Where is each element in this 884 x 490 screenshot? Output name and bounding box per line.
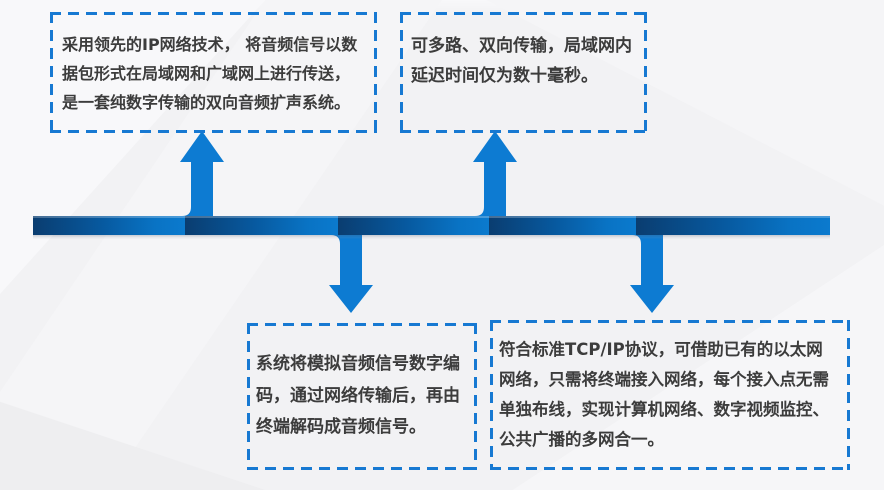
up-arrow-2 bbox=[473, 131, 517, 235]
bar-bottom-shadow bbox=[33, 236, 830, 239]
up-arrow-1 bbox=[180, 131, 224, 235]
callout-text: 采用领先的IP网络技术， 将音频信号以数 据包形式在局域网和广域网上进行传送， … bbox=[62, 35, 358, 112]
bar-top-highlight bbox=[33, 216, 830, 218]
callout-box-bottom-right: 符合标准TCP/IP协议，可借助已有的以太网 网络，只需将终端接入网络，每个接入… bbox=[490, 320, 850, 470]
callout-box-top-left: 采用领先的IP网络技术， 将音频信号以数 据包形式在局域网和广域网上进行传送， … bbox=[50, 12, 377, 133]
down-arrow-1 bbox=[329, 216, 373, 313]
callout-text: 可多路、双向传输，局域网内 延迟时间仅为数十毫秒。 bbox=[411, 36, 632, 86]
callout-text: 系统将模拟音频信号数字编 码，通过网络传输后，再由 终端解码成音频信号。 bbox=[256, 354, 460, 438]
callout-box-top-right: 可多路、双向传输，局域网内 延迟时间仅为数十毫秒。 bbox=[400, 12, 647, 133]
callout-text: 符合标准TCP/IP协议，可借助已有的以太网 网络，只需将终端接入网络，每个接入… bbox=[499, 340, 829, 449]
down-arrow-2 bbox=[630, 216, 674, 313]
callout-box-bottom-left: 系统将模拟音频信号数字编 码，通过网络传输后，再由 终端解码成音频信号。 bbox=[247, 323, 477, 470]
bar-segment-4 bbox=[489, 216, 636, 235]
bar-segment-3 bbox=[338, 216, 489, 235]
bar-segment-1 bbox=[33, 216, 185, 235]
bar-segment-5 bbox=[636, 216, 830, 235]
bar-bottom-shadow bbox=[33, 235, 830, 237]
bar-segment-2 bbox=[185, 216, 338, 235]
